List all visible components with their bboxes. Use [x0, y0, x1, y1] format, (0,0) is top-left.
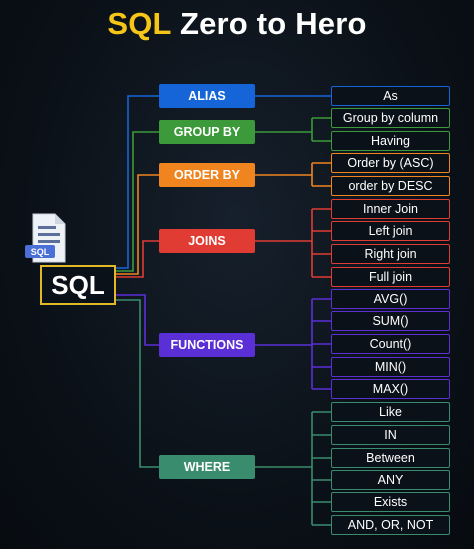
title-sql: SQL — [107, 6, 172, 41]
leaf-item: As — [331, 86, 450, 106]
category-functions: FUNCTIONS — [159, 333, 255, 357]
page-title: SQL Zero to Hero — [0, 6, 474, 42]
leaf-item: Having — [331, 131, 450, 151]
leaf-item: Inner Join — [331, 199, 450, 219]
leaf-item: IN — [331, 425, 450, 445]
sql-file-icon: SQL — [25, 212, 69, 264]
leaf-item: Left join — [331, 221, 450, 241]
root-connector-0 — [116, 95, 159, 269]
root-connector-5 — [116, 299, 159, 468]
root-connector-4 — [116, 294, 159, 346]
leaf-item: Group by column — [331, 108, 450, 128]
svg-text:SQL: SQL — [31, 247, 50, 257]
leaf-item: SUM() — [331, 311, 450, 331]
category-where: WHERE — [159, 455, 255, 479]
leaf-item: AVG() — [331, 289, 450, 309]
title-rest: Zero to Hero — [179, 6, 367, 41]
root-connector-2 — [116, 174, 159, 275]
leaf-item: ANY — [331, 470, 450, 490]
category-group-by: GROUP BY — [159, 120, 255, 144]
category-order-by: ORDER BY — [159, 163, 255, 187]
leaf-item: Between — [331, 448, 450, 468]
leaf-item: Exists — [331, 492, 450, 512]
leaf-item: MIN() — [331, 357, 450, 377]
leaf-item: Full join — [331, 267, 450, 287]
leaf-item: Like — [331, 402, 450, 422]
leaf-item: Right join — [331, 244, 450, 264]
leaf-item: Order by (ASC) — [331, 153, 450, 173]
root-connector-3 — [116, 240, 159, 278]
leaf-item: MAX() — [331, 379, 450, 399]
category-joins: JOINS — [159, 229, 255, 253]
leaf-item: Count() — [331, 334, 450, 354]
leaf-item: AND, OR, NOT — [331, 515, 450, 535]
category-alias: ALIAS — [159, 84, 255, 108]
root-connector-1 — [116, 131, 159, 272]
leaf-item: order by DESC — [331, 176, 450, 196]
root-sql-box: SQL — [40, 265, 116, 305]
